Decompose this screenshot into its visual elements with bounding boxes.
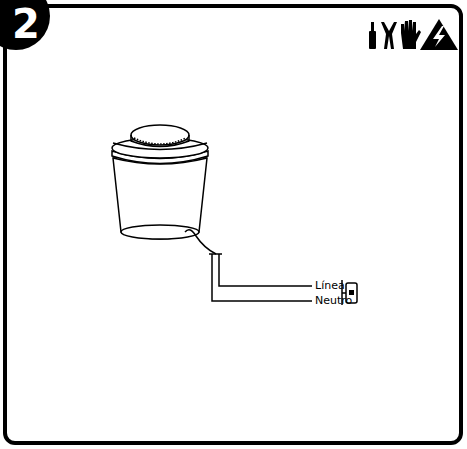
step-disc [0, 0, 50, 50]
recessed-light [112, 125, 208, 239]
step-number: 2 [12, 4, 40, 44]
tool-icons [369, 19, 458, 50]
wires [185, 230, 312, 301]
wire-label: Línea [315, 280, 345, 291]
panel-frame [5, 6, 461, 443]
lightning-bolt [433, 26, 445, 47]
wire-label: Neutro [315, 295, 352, 306]
